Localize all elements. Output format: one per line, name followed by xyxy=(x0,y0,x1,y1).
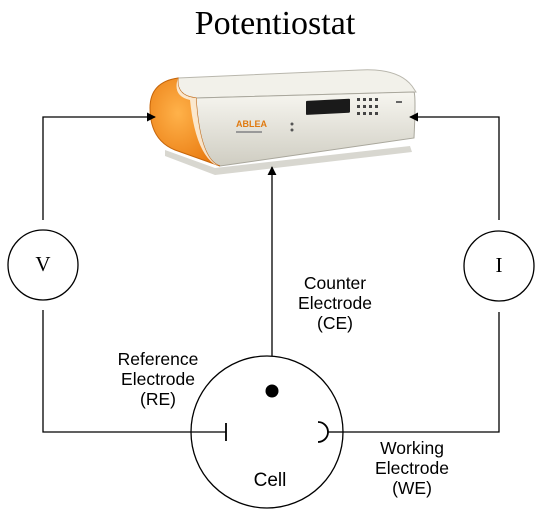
counter-electrode-line-2: Electrode xyxy=(298,293,372,314)
wire-right-lower xyxy=(328,312,500,433)
working-electrode-line-2: Electrode xyxy=(375,458,449,479)
wire-right-upper xyxy=(409,112,500,220)
working-electrode-label: Working Electrode (WE) xyxy=(352,438,472,498)
reference-electrode-line-1: Reference xyxy=(117,349,199,369)
working-electrode-tip xyxy=(317,421,329,443)
wire-left-lower xyxy=(42,310,226,433)
device-display xyxy=(306,98,350,115)
reference-electrode-label: Reference Electrode (RE) xyxy=(98,349,218,409)
ammeter-circle xyxy=(463,230,535,302)
voltmeter-label: V xyxy=(35,252,51,276)
reference-electrode-line-2: Electrode xyxy=(121,369,195,390)
device-brand-logo: ABLEA xyxy=(236,119,267,129)
device-power-mark xyxy=(396,101,402,103)
potentiostat-device: ABLEA xyxy=(149,69,417,175)
wire-left-upper xyxy=(42,112,156,220)
device-indicator-led-2 xyxy=(290,128,294,132)
working-electrode-line-3: (WE) xyxy=(392,478,432,499)
circuit-wires xyxy=(42,112,500,433)
reference-electrode-line-3: (RE) xyxy=(140,389,176,410)
device-side-bevel xyxy=(176,78,220,166)
device-brand-underline xyxy=(236,131,262,133)
ammeter-label: I xyxy=(495,253,503,277)
device-button-grid xyxy=(357,98,378,115)
counter-electrode-line-3: (CE) xyxy=(317,313,353,334)
counter-electrode-dot xyxy=(265,384,279,398)
counter-electrode-label: Counter Electrode (CE) xyxy=(280,273,390,333)
voltmeter-circle xyxy=(7,229,79,301)
counter-electrode-line-1: Counter xyxy=(303,273,367,293)
working-electrode-line-1: Working xyxy=(380,438,444,458)
device-indicator-led xyxy=(290,122,294,126)
diagram-title: Potentiostat xyxy=(194,5,356,42)
cell-label: Cell xyxy=(253,470,287,491)
device-shadow xyxy=(165,146,412,175)
